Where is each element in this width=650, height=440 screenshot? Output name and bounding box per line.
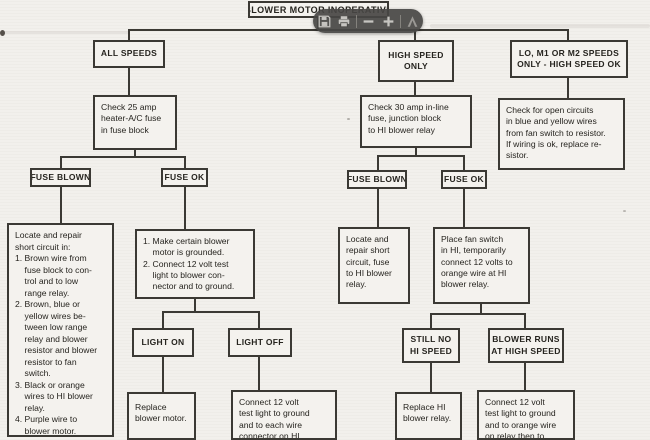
- connector-line: [567, 29, 569, 40]
- connector-line: [463, 189, 465, 227]
- connector-line: [184, 187, 186, 229]
- connector-line: [430, 313, 526, 315]
- save-button[interactable]: [316, 12, 333, 30]
- print-button[interactable]: [336, 12, 353, 30]
- node-check-open-circuits: Check for open circuits in blue and yell…: [498, 98, 625, 170]
- connector-line: [377, 155, 379, 170]
- connector-line: [414, 29, 416, 40]
- pdf-floating-toolbar: [313, 9, 423, 33]
- scan-smudge: [430, 24, 650, 28]
- connector-line: [128, 68, 130, 95]
- node-ground-test: 1. Make certain blower motor is grounded…: [135, 229, 255, 299]
- node-locate-short-circuit-list: Locate and repair short circuit in: 1. B…: [7, 223, 114, 437]
- node-replace-hi-blower-relay: Replace HI blower relay.: [395, 392, 462, 440]
- toolbar-separator: [399, 14, 401, 28]
- node-still-no-hi-speed: STILL NO HI SPEED: [402, 328, 460, 363]
- connector-line: [430, 313, 432, 328]
- node-lo-m1-m2-speeds: LO, M1 OR M2 SPEEDS ONLY - HIGH SPEED OK: [510, 40, 628, 78]
- connector-line: [377, 189, 379, 227]
- connector-line: [194, 299, 196, 312]
- scan-artifact: [347, 118, 350, 120]
- node-fuse-ok-left: FUSE OK: [161, 168, 208, 187]
- connector-line: [258, 357, 260, 390]
- acrobat-button[interactable]: [404, 12, 421, 30]
- connector-line: [184, 156, 186, 168]
- save-icon: [318, 15, 330, 27]
- node-check-30-amp-fuse: Check 30 amp in-line fuse, junction bloc…: [360, 95, 472, 148]
- node-fuse-ok-mid: FUSE OK: [441, 170, 487, 189]
- print-icon: [338, 15, 350, 27]
- zoom-in-button[interactable]: [380, 12, 397, 30]
- zoom-in-icon: [383, 16, 393, 26]
- scan-smudge: [0, 31, 130, 34]
- node-blower-runs-at-high-speed: BLOWER RUNS AT HIGH SPEED: [488, 328, 564, 363]
- connector-line: [134, 150, 136, 157]
- connector-line: [415, 148, 417, 157]
- zoom-out-button[interactable]: [360, 12, 377, 30]
- zoom-out-icon: [363, 19, 373, 23]
- node-high-speed-only: HIGH SPEED ONLY: [378, 40, 454, 82]
- connector-line: [567, 78, 569, 98]
- connector-line: [162, 311, 164, 328]
- connector-line: [258, 311, 260, 328]
- connector-line: [430, 363, 432, 392]
- connector-line: [414, 82, 416, 95]
- connector-line: [480, 304, 482, 315]
- node-check-25-amp-fuse: Check 25 amp heater-A/C fuse in fuse blo…: [93, 95, 177, 150]
- connector-line: [60, 156, 62, 168]
- connector-line: [377, 155, 465, 157]
- node-locate-short-circuit-mid: Locate and repair short circuit, fuse to…: [338, 227, 410, 304]
- connector-line: [128, 29, 130, 40]
- connector-line: [162, 357, 164, 392]
- scan-artifact: [0, 30, 5, 36]
- connector-line: [524, 363, 526, 390]
- connector-line: [162, 311, 260, 313]
- connector-line: [524, 313, 526, 328]
- node-connect-test-light-orange-wire: Connect 12 volt test light to ground and…: [477, 390, 575, 440]
- connector-line: [60, 187, 62, 223]
- toolbar-separator: [355, 14, 357, 28]
- node-connect-test-light-each-wire: Connect 12 volt test light to ground and…: [231, 390, 337, 440]
- node-light-off: LIGHT OFF: [228, 328, 292, 357]
- node-fuse-blown-mid: FUSE BLOWN: [347, 170, 407, 189]
- node-replace-blower-motor: Replace blower motor.: [127, 392, 196, 440]
- connector-line: [463, 155, 465, 170]
- node-fuse-blown-left: FUSE BLOWN: [30, 168, 91, 187]
- node-place-fan-switch: Place fan switch in HI, temporarily conn…: [433, 227, 530, 304]
- node-light-on: LIGHT ON: [132, 328, 194, 357]
- node-all-speeds: ALL SPEEDS: [93, 40, 165, 68]
- connector-line: [60, 156, 186, 158]
- acrobat-icon: [407, 15, 417, 27]
- scan-artifact: [623, 210, 626, 212]
